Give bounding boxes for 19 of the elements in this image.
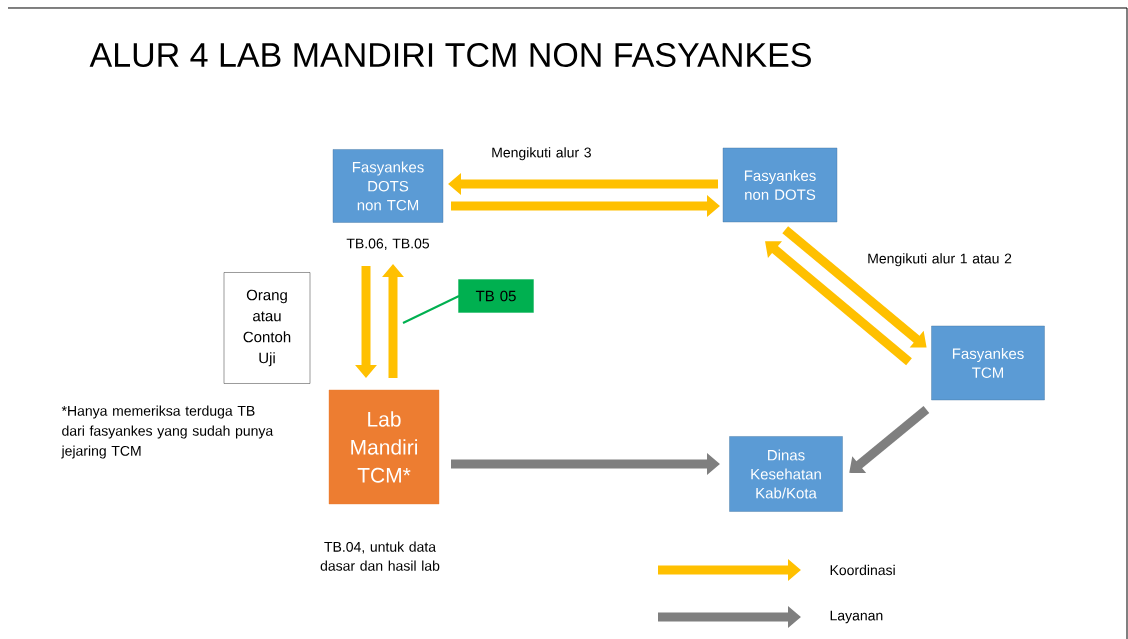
block-arrow	[782, 226, 927, 348]
form-note: TB.06, TB.05	[346, 238, 430, 251]
edge-label: Mengikuti alur 3	[492, 147, 591, 161]
process-box: Fasyankes non DOTS	[722, 147, 838, 223]
process-box: Fasyankes DOTS non TCM	[332, 149, 444, 223]
process-box: Fasyankes TCM	[931, 325, 1045, 401]
lab-box: Lab Mandiri TCM*	[328, 389, 440, 505]
legend-label: Layanan	[830, 610, 883, 624]
process-box: Dinas Kesehatan Kab/Kota	[729, 436, 843, 512]
block-arrow	[849, 406, 930, 474]
edge-label: Mengikuti alur 1 atau 2	[868, 253, 1012, 267]
block-arrow	[765, 241, 912, 366]
legend-label: Koordinasi	[830, 564, 895, 576]
leader-line	[402, 295, 460, 324]
title: ALUR 4 LAB MANDIRI TCM NON FASYANKES	[89, 42, 811, 68]
tag-box: TB 05	[458, 279, 534, 313]
footnote: *Hanya memeriksa terduga TB dari fasyankes yang sudah punya jejaring TCM	[61, 405, 274, 459]
form-note: TB.04, untuk data dasar dan hasil lab	[320, 541, 440, 571]
note-box: Orang atau Contoh Uji	[223, 272, 311, 384]
